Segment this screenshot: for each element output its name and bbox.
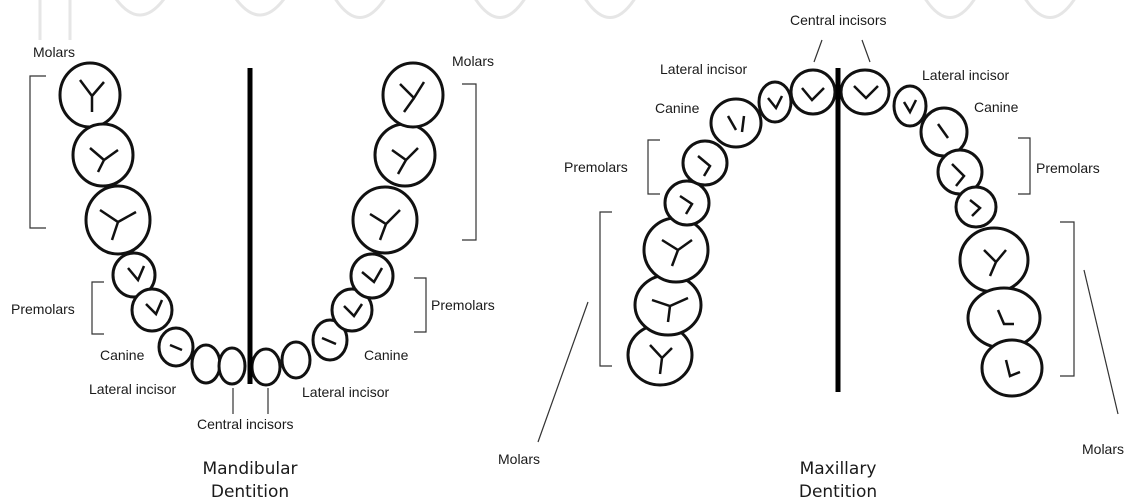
mandibular-caption-line2: Dentition <box>210 482 290 502</box>
maxillary-caption-line2: Dentition <box>798 482 878 502</box>
mandibular-canine-right-label: Canine <box>364 347 409 363</box>
tooth-premolar <box>330 287 374 333</box>
maxillary-premolars-right-label: Premolars <box>1036 160 1100 176</box>
tooth-canine <box>709 97 763 149</box>
mandibular-premolars-right-label: Premolars <box>431 297 495 313</box>
tooth-central-incisor <box>789 68 837 116</box>
maxillary-arch <box>626 68 1044 398</box>
tooth-lateral-incisor <box>280 340 312 380</box>
tooth-molar <box>966 286 1042 350</box>
tooth-canine <box>311 318 349 362</box>
mandibular-brackets <box>29 75 477 414</box>
maxillary-lateral-incisor-left-label: Lateral incisor <box>660 61 748 77</box>
tooth-premolar <box>663 179 711 227</box>
maxillary-canine-left-label: Canine <box>655 100 700 116</box>
tooth-molar <box>980 338 1044 398</box>
mandibular-fissures <box>79 79 426 352</box>
mandibular-lateral-incisor-right-label: Lateral incisor <box>302 384 390 400</box>
tooth-lateral-incisor <box>892 84 928 128</box>
tooth-central-incisor <box>839 68 891 116</box>
mandibular-lateral-incisor-left-label: Lateral incisor <box>89 381 177 397</box>
maxillary-caption-line1: Maxillary <box>799 459 877 479</box>
mandibular-premolars-left-label: Premolars <box>11 301 75 317</box>
maxillary-premolars-left-label: Premolars <box>564 159 628 175</box>
tooth-molar <box>84 184 152 256</box>
tooth-molar <box>71 122 135 188</box>
tooth-central-incisor <box>250 347 282 387</box>
tooth-lateral-incisor <box>190 343 222 385</box>
tooth-lateral-incisor <box>757 80 793 124</box>
mandibular-canine-left-label: Canine <box>100 347 145 363</box>
maxillary-lateral-incisor-right-label: Lateral incisor <box>922 67 1010 83</box>
maxillary-canine-right-label: Canine <box>974 99 1019 115</box>
watermark <box>38 0 1076 40</box>
mandibular-central-incisors-label: Central incisors <box>197 416 294 432</box>
tooth-premolar <box>954 185 998 229</box>
tooth-premolar <box>349 252 395 300</box>
tooth-molar <box>351 185 419 255</box>
maxillary-brackets <box>537 39 1119 443</box>
mandibular-arch <box>58 61 445 387</box>
maxillary-fissures <box>649 85 1021 378</box>
tooth-central-incisor <box>217 346 247 386</box>
maxillary-molars-left-label: Molars <box>498 451 541 467</box>
maxillary-molars-right-label: Molars <box>1082 441 1125 457</box>
mandibular-caption-line1: Mandibular <box>202 459 298 479</box>
mandibular-molars-right-label: Molars <box>452 53 495 69</box>
tooth-molar <box>381 61 445 129</box>
tooth-molar <box>373 122 437 188</box>
mandibular-molars-label: Molars <box>33 44 76 60</box>
maxillary-central-incisors-label: Central incisors <box>790 12 887 28</box>
